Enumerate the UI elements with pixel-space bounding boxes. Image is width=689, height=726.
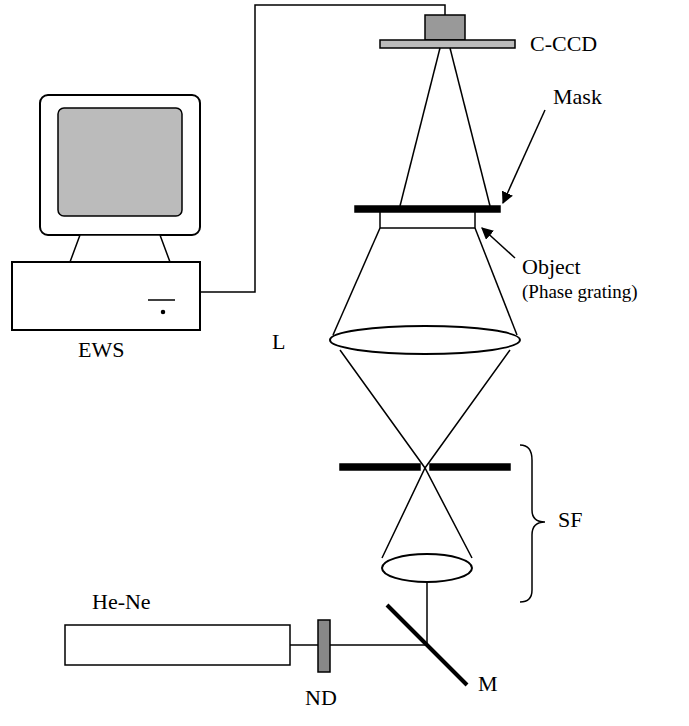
power-dot: [162, 311, 165, 314]
nd-filter: [318, 620, 330, 672]
part-label: Mask: [553, 85, 602, 109]
pinhole-plate: [340, 464, 420, 470]
camera-body: [425, 15, 465, 40]
part-label: EWS: [78, 338, 124, 362]
beam: [290, 644, 427, 646]
beam: [450, 48, 490, 206]
pinhole-plate: [430, 464, 510, 470]
leader-arrow: [482, 228, 515, 258]
beam: [382, 350, 510, 558]
monitor: [40, 95, 200, 235]
part-label: Object: [522, 255, 581, 279]
part-label: M: [478, 672, 498, 696]
part-label: ND: [305, 686, 337, 710]
lens: [382, 554, 472, 582]
beam: [340, 350, 472, 558]
part-note: (Phase grating): [522, 282, 638, 303]
computer-base: [12, 262, 200, 330]
beam: [400, 48, 440, 206]
part-label: He-Ne: [92, 590, 151, 614]
phase-grating: [380, 212, 475, 228]
drive-slot: [148, 299, 175, 301]
beam: [426, 582, 428, 645]
part-label: SF: [558, 508, 582, 532]
lens: [330, 326, 520, 354]
leader-arrow: [503, 110, 545, 203]
monitor-stand: [70, 235, 170, 262]
beam: [333, 228, 380, 335]
laser: [65, 625, 290, 665]
ccd-plate: [380, 40, 515, 48]
mask: [355, 206, 500, 212]
beam: [475, 228, 517, 335]
mirror: [387, 605, 467, 685]
screen: [58, 108, 182, 216]
part-label: L: [272, 330, 285, 354]
camera-label: C-CCD: [530, 32, 597, 56]
bracket: [520, 445, 545, 602]
